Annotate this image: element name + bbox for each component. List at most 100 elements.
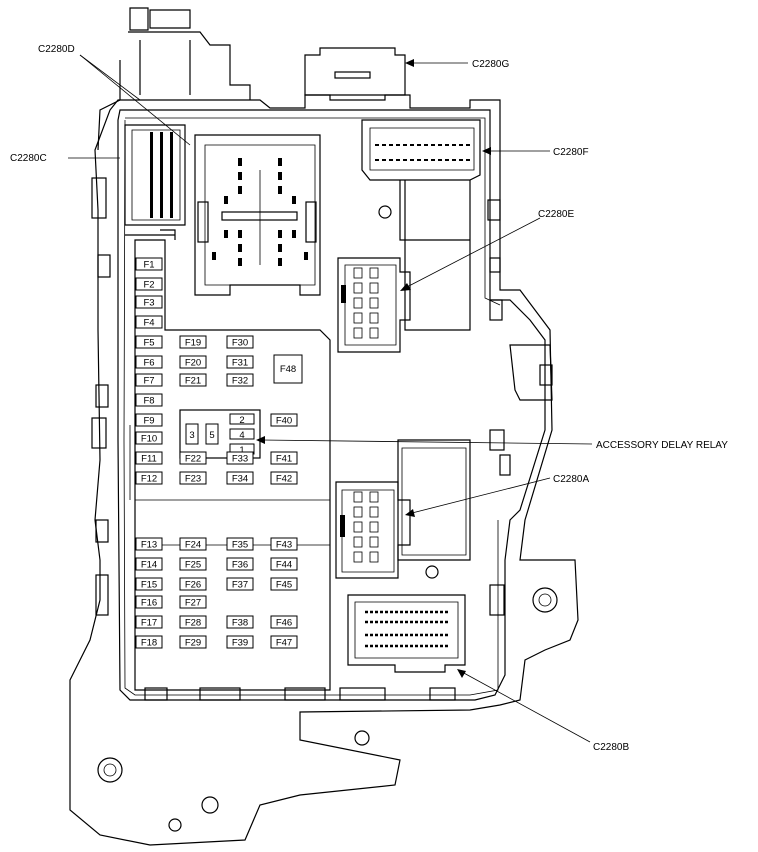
connector-c2280c (124, 124, 186, 240)
fuse-f48-label: F48 (280, 364, 296, 375)
fuse-f42: F42 (270, 471, 298, 485)
fuse-f12: F12 (135, 471, 163, 485)
fuse-f39: F39 (226, 635, 254, 649)
fuse-label: F19 (185, 338, 201, 349)
fuse-f19: F19 (179, 335, 207, 349)
fuse-f21: F21 (179, 373, 207, 387)
fuse-label: F31 (232, 358, 248, 369)
fuse-label: F43 (276, 540, 292, 551)
fuse-f10: F10 (135, 431, 163, 445)
fuse-label: F17 (141, 618, 157, 629)
fuse-f17: F17 (135, 615, 163, 629)
fuse-label: F24 (185, 540, 201, 551)
connector-c2280e (337, 257, 411, 353)
fuse-label: F3 (143, 298, 154, 309)
fuse-label: F41 (276, 454, 292, 465)
fuse-label: F46 (276, 618, 292, 629)
label-c2280a: C2280A (553, 474, 589, 485)
connector-c2280g (304, 47, 406, 101)
fuse-label: F5 (143, 338, 154, 349)
relay-pin-3: 3 (189, 430, 194, 441)
fuse-f35: F35 (226, 537, 254, 551)
connector-c2280d (194, 134, 321, 296)
fuse-f45: F45 (270, 577, 298, 591)
label-c2280f: C2280F (553, 147, 589, 158)
fuse-f43: F43 (270, 537, 298, 551)
fuse-label: F34 (232, 474, 248, 485)
fuse-label: F27 (185, 598, 201, 609)
fuse-f29: F29 (179, 635, 207, 649)
fuse-label: F32 (232, 376, 248, 387)
fuse-label: F33 (232, 454, 248, 465)
label-c2280b: C2280B (593, 742, 629, 753)
relay-pin-4: 4 (239, 430, 244, 441)
fuse-f44: F44 (270, 557, 298, 571)
fuse-f33: F33 (226, 451, 254, 465)
relay-pin-1: 1 (239, 445, 244, 456)
fuse-f11: F11 (135, 451, 163, 465)
relay-pin-2: 2 (239, 415, 244, 426)
fuse-label: F4 (143, 318, 154, 329)
fuse-f18: F18 (135, 635, 163, 649)
fuse-f46: F46 (270, 615, 298, 629)
fuse-panel: 3 5 2 4 1 F48 F1F2F3F4F5F6F7F8F9F10F11F1… (129, 239, 331, 691)
fuse-label: F22 (185, 454, 201, 465)
fuse-label: F14 (141, 560, 157, 571)
fuse-label: F47 (276, 638, 292, 649)
fuse-label: F9 (143, 416, 154, 427)
fuse-f5: F5 (135, 335, 163, 349)
fuse-label: F21 (185, 376, 201, 387)
fuse-label: F13 (141, 540, 157, 551)
fuse-label: F23 (185, 474, 201, 485)
fuse-label: F8 (143, 396, 154, 407)
fuse-f2: F2 (135, 277, 163, 291)
fuse-label: F29 (185, 638, 201, 649)
fuse-label: F16 (141, 598, 157, 609)
fuse-f30: F30 (226, 335, 254, 349)
fuse-f40: F40 (270, 413, 298, 427)
fuse-f8: F8 (135, 393, 163, 407)
fuse-label: F42 (276, 474, 292, 485)
relay-pin-5: 5 (209, 430, 214, 441)
fuse-label: F39 (232, 638, 248, 649)
fuse-f1: F1 (135, 257, 163, 271)
fuse-box-housing (69, 7, 579, 846)
fuse-f41: F41 (270, 451, 298, 465)
fuse-f13: F13 (135, 537, 163, 551)
fuse-label: F6 (143, 358, 154, 369)
fuse-label: F36 (232, 560, 248, 571)
fuse-f14: F14 (135, 557, 163, 571)
leader-lines (68, 54, 593, 743)
fuse-label: F44 (276, 560, 292, 571)
fuse-label: F1 (143, 260, 154, 271)
label-c2280g: C2280G (472, 59, 509, 70)
fuse-f3: F3 (135, 295, 163, 309)
fuse-label: F30 (232, 338, 248, 349)
fuse-label: F25 (185, 560, 201, 571)
fuse-label: F20 (185, 358, 201, 369)
fuse-f22: F22 (179, 451, 207, 465)
fuse-f24: F24 (179, 537, 207, 551)
fuse-f31: F31 (226, 355, 254, 369)
fuse-f48 (273, 354, 303, 384)
fuse-f4: F4 (135, 315, 163, 329)
fuse-f38: F38 (226, 615, 254, 629)
fuse-f7: F7 (135, 373, 163, 387)
fuse-f32: F32 (226, 373, 254, 387)
fuse-label: F45 (276, 580, 292, 591)
fuse-f15: F15 (135, 577, 163, 591)
fuse-f6: F6 (135, 355, 163, 369)
fuse-f26: F26 (179, 577, 207, 591)
fuse-label: F11 (141, 454, 157, 465)
fuse-f20: F20 (179, 355, 207, 369)
connector-c2280a (335, 439, 471, 579)
connector-c2280b (347, 594, 466, 673)
label-c2280d: C2280D (38, 44, 75, 55)
label-c2280c: C2280C (10, 153, 47, 164)
accessory-delay-relay (179, 409, 261, 459)
label-c2280e: C2280E (538, 209, 574, 220)
fuse-label: F28 (185, 618, 201, 629)
fuse-label: F18 (141, 638, 157, 649)
fuse-f37: F37 (226, 577, 254, 591)
fuse-label: F7 (143, 376, 154, 387)
